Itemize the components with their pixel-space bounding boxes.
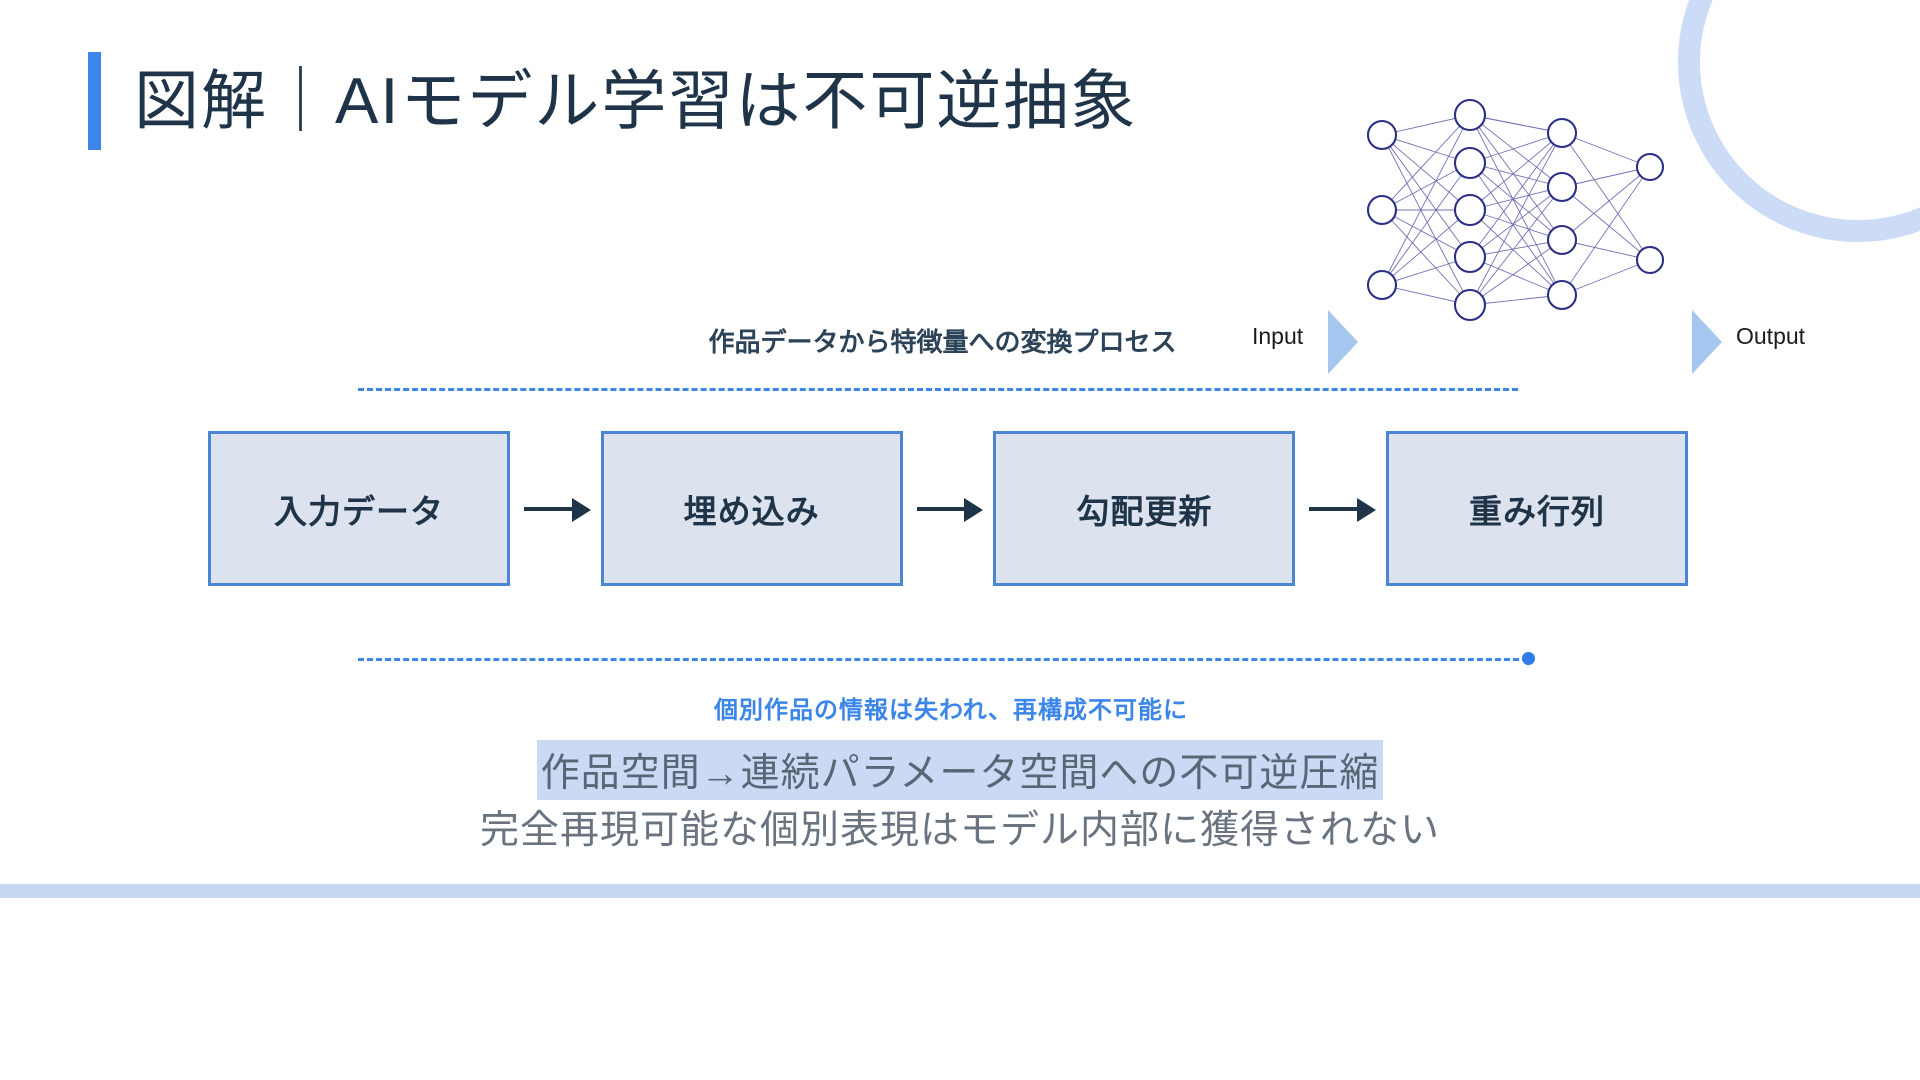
summary-line-1-text: 作品空間→連続パラメータ空間への不可逆圧縮 [536,740,1384,800]
dashed-rule-endpoint-dot-icon [1522,652,1535,665]
nn-input-arrow-icon [1328,310,1358,374]
nn-graph-svg [1366,98,1665,322]
page-title: 図解｜AIモデル学習は不可逆抽象 [88,52,1137,150]
title-accent-bar [88,52,101,150]
flow-arrow-1-icon [510,496,601,522]
title-text: 図解｜AIモデル学習は不可逆抽象 [134,63,1138,137]
information-loss-note-text: 個別作品の情報は失われ、再構成不可能に [713,697,1189,724]
neural-network-diagram: Input [1240,95,1860,374]
process-caption: 作品データから特徴量への変換プロセス [0,322,1920,359]
nn-input-label: Input [1252,323,1304,349]
summary-line-2: 完全再現可能な個別表現はモデル内部に獲得されない [479,809,1440,852]
summary-line-1: 作品空間→連続パラメータ空間への不可逆圧縮 [0,740,1920,800]
flow-arrow-2-icon [903,496,994,522]
flow-arrow-3-icon [1295,496,1386,522]
process-flow: 入力データ 埋め込み 勾配更新 重み行列 [208,431,1689,586]
bottom-accent-band [0,884,1920,898]
dashed-rule-top [358,388,1518,391]
process-caption-text: 作品データから特徴量への変換プロセス [708,327,1177,357]
flow-step-weight-matrix[interactable]: 重み行列 [1386,431,1689,586]
flow-step-gradient-update[interactable]: 勾配更新 [993,431,1296,586]
dashed-rule-bottom [358,658,1528,661]
nn-output-arrow-icon [1692,310,1722,374]
flow-step-input-data[interactable]: 入力データ [208,431,510,586]
information-loss-note: 個別作品の情報は失われ、再構成不可能に [0,690,1920,725]
flow-step-embedding[interactable]: 埋め込み [600,431,903,586]
nn-output-label: Output [1736,323,1806,349]
